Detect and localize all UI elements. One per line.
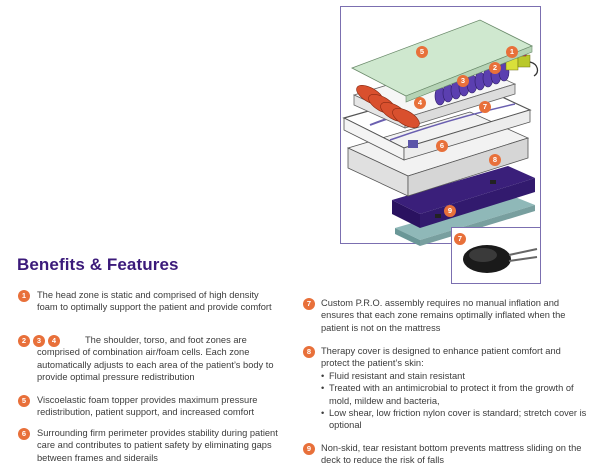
callout-1: 1 bbox=[506, 46, 518, 58]
viscoelastic-topper bbox=[351, 19, 533, 103]
feature-badge: 8 bbox=[303, 346, 315, 358]
feature-bullet: Fluid resistant and stain resistant bbox=[321, 370, 591, 383]
callout-2: 2 bbox=[489, 62, 501, 74]
feature-item: 6 Surrounding firm perimeter provides st… bbox=[18, 427, 280, 464]
section-title: Benefits & Features bbox=[17, 255, 179, 274]
feature-bullet-list: Fluid resistant and stain resistant Trea… bbox=[303, 370, 591, 432]
feature-bullet: Low shear, low friction nylon cover is s… bbox=[321, 407, 591, 432]
feature-item: 2 3 4 The shoulder, torso, and foot zone… bbox=[18, 334, 280, 384]
mattress-exploded-diagram bbox=[342, 19, 539, 272]
callout-7: 7 bbox=[479, 101, 491, 113]
callout-7-inset: 7 bbox=[454, 233, 466, 245]
feature-badge: 9 bbox=[303, 443, 315, 455]
feature-text: Non-skid, tear resistant bottom prevents… bbox=[321, 443, 582, 466]
feature-badge: 3 bbox=[33, 335, 45, 347]
feature-badge: 1 bbox=[18, 290, 30, 302]
feature-text: Therapy cover is designed to enhance pat… bbox=[321, 346, 561, 369]
feature-item: 8 Therapy cover is designed to enhance p… bbox=[303, 345, 591, 432]
feature-item: 1 The head zone is static and comprised … bbox=[18, 289, 280, 314]
callout-6: 6 bbox=[436, 140, 448, 152]
feature-badge: 5 bbox=[18, 395, 30, 407]
foot-zone-cells bbox=[356, 85, 420, 128]
callout-4: 4 bbox=[414, 97, 426, 109]
feature-badge: 7 bbox=[303, 298, 315, 310]
callout-9: 9 bbox=[444, 205, 456, 217]
feature-text: Custom P.R.O. assembly requires no manua… bbox=[321, 298, 566, 333]
feature-text: The head zone is static and comprised of… bbox=[37, 290, 272, 313]
diagram-frame bbox=[340, 6, 541, 244]
bottom-layer bbox=[395, 195, 535, 246]
feature-badge: 2 bbox=[18, 335, 30, 347]
feature-item: 5 Viscoelastic foam topper provides maxi… bbox=[18, 394, 280, 419]
feature-item: 7 Custom P.R.O. assembly requires no man… bbox=[303, 297, 591, 334]
pump-inset-illustration bbox=[463, 245, 538, 273]
feature-text: The shoulder, torso, and foot zones are … bbox=[37, 335, 274, 383]
callout-8: 8 bbox=[489, 154, 501, 166]
callout-5: 5 bbox=[416, 46, 428, 58]
callout-3: 3 bbox=[457, 75, 469, 87]
feature-text: Surrounding firm perimeter provides stab… bbox=[37, 428, 278, 463]
feature-badge: 6 bbox=[18, 428, 30, 440]
pro-assembly-frame bbox=[342, 81, 532, 161]
feature-bullet: Treated with an antimicrobial to protect… bbox=[321, 382, 591, 407]
feature-badge: 4 bbox=[48, 335, 60, 347]
feature-text: Viscoelastic foam topper provides maximu… bbox=[37, 395, 258, 418]
feature-item: 9 Non-skid, tear resistant bottom preven… bbox=[303, 442, 591, 467]
